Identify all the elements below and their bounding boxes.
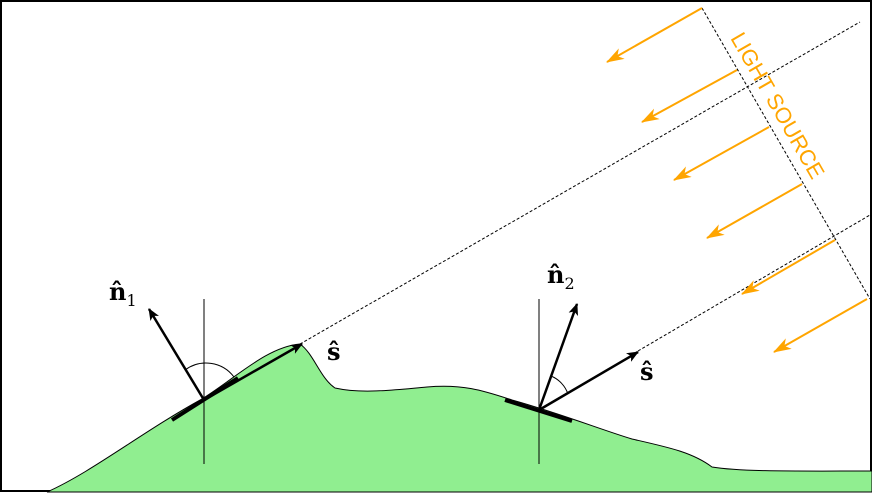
angle-arc-1 xyxy=(184,362,235,378)
sun-vector-1-label: ŝ xyxy=(327,337,341,366)
normal-2-label: n̂2 xyxy=(547,260,575,293)
tangent-plane-2 xyxy=(504,398,573,423)
light-plane xyxy=(299,7,871,352)
sun-vector-2-label: ŝ xyxy=(640,357,654,386)
light-rays xyxy=(606,7,868,353)
normal-vector-1 xyxy=(147,308,206,401)
terrain-surface xyxy=(46,343,872,493)
sun-vector-2 xyxy=(538,350,639,412)
light-source-label: LIGHT SOURCE xyxy=(726,28,830,183)
light-ray xyxy=(606,7,703,63)
light-ray xyxy=(706,183,803,239)
light-ray xyxy=(673,126,770,181)
normal-vector-2 xyxy=(537,303,579,411)
light-ray xyxy=(641,69,738,123)
sun-vector-1 xyxy=(203,342,303,402)
light-ray xyxy=(741,239,836,295)
normal-1-label: n̂1 xyxy=(109,277,137,310)
light-ray xyxy=(773,298,868,353)
angle-arc-2 xyxy=(550,375,569,395)
